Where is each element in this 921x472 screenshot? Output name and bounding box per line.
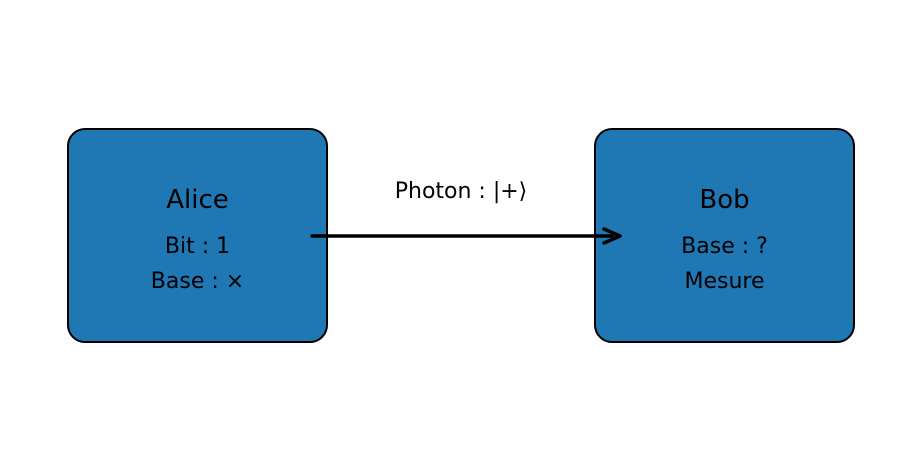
photon-label: Photon : |+⟩: [394, 179, 528, 204]
bob-measure-label: Mesure: [684, 269, 765, 294]
bob-title: Bob: [699, 185, 750, 215]
alice-node: Alice Bit : 1 Base : ×: [67, 128, 328, 343]
photon-arrowhead: [602, 227, 622, 245]
alice-title: Alice: [166, 185, 229, 215]
bob-base-label: Base : ?: [681, 234, 768, 259]
alice-base-label: Base : ×: [150, 269, 245, 294]
alice-bit-label: Bit : 1: [164, 234, 231, 259]
